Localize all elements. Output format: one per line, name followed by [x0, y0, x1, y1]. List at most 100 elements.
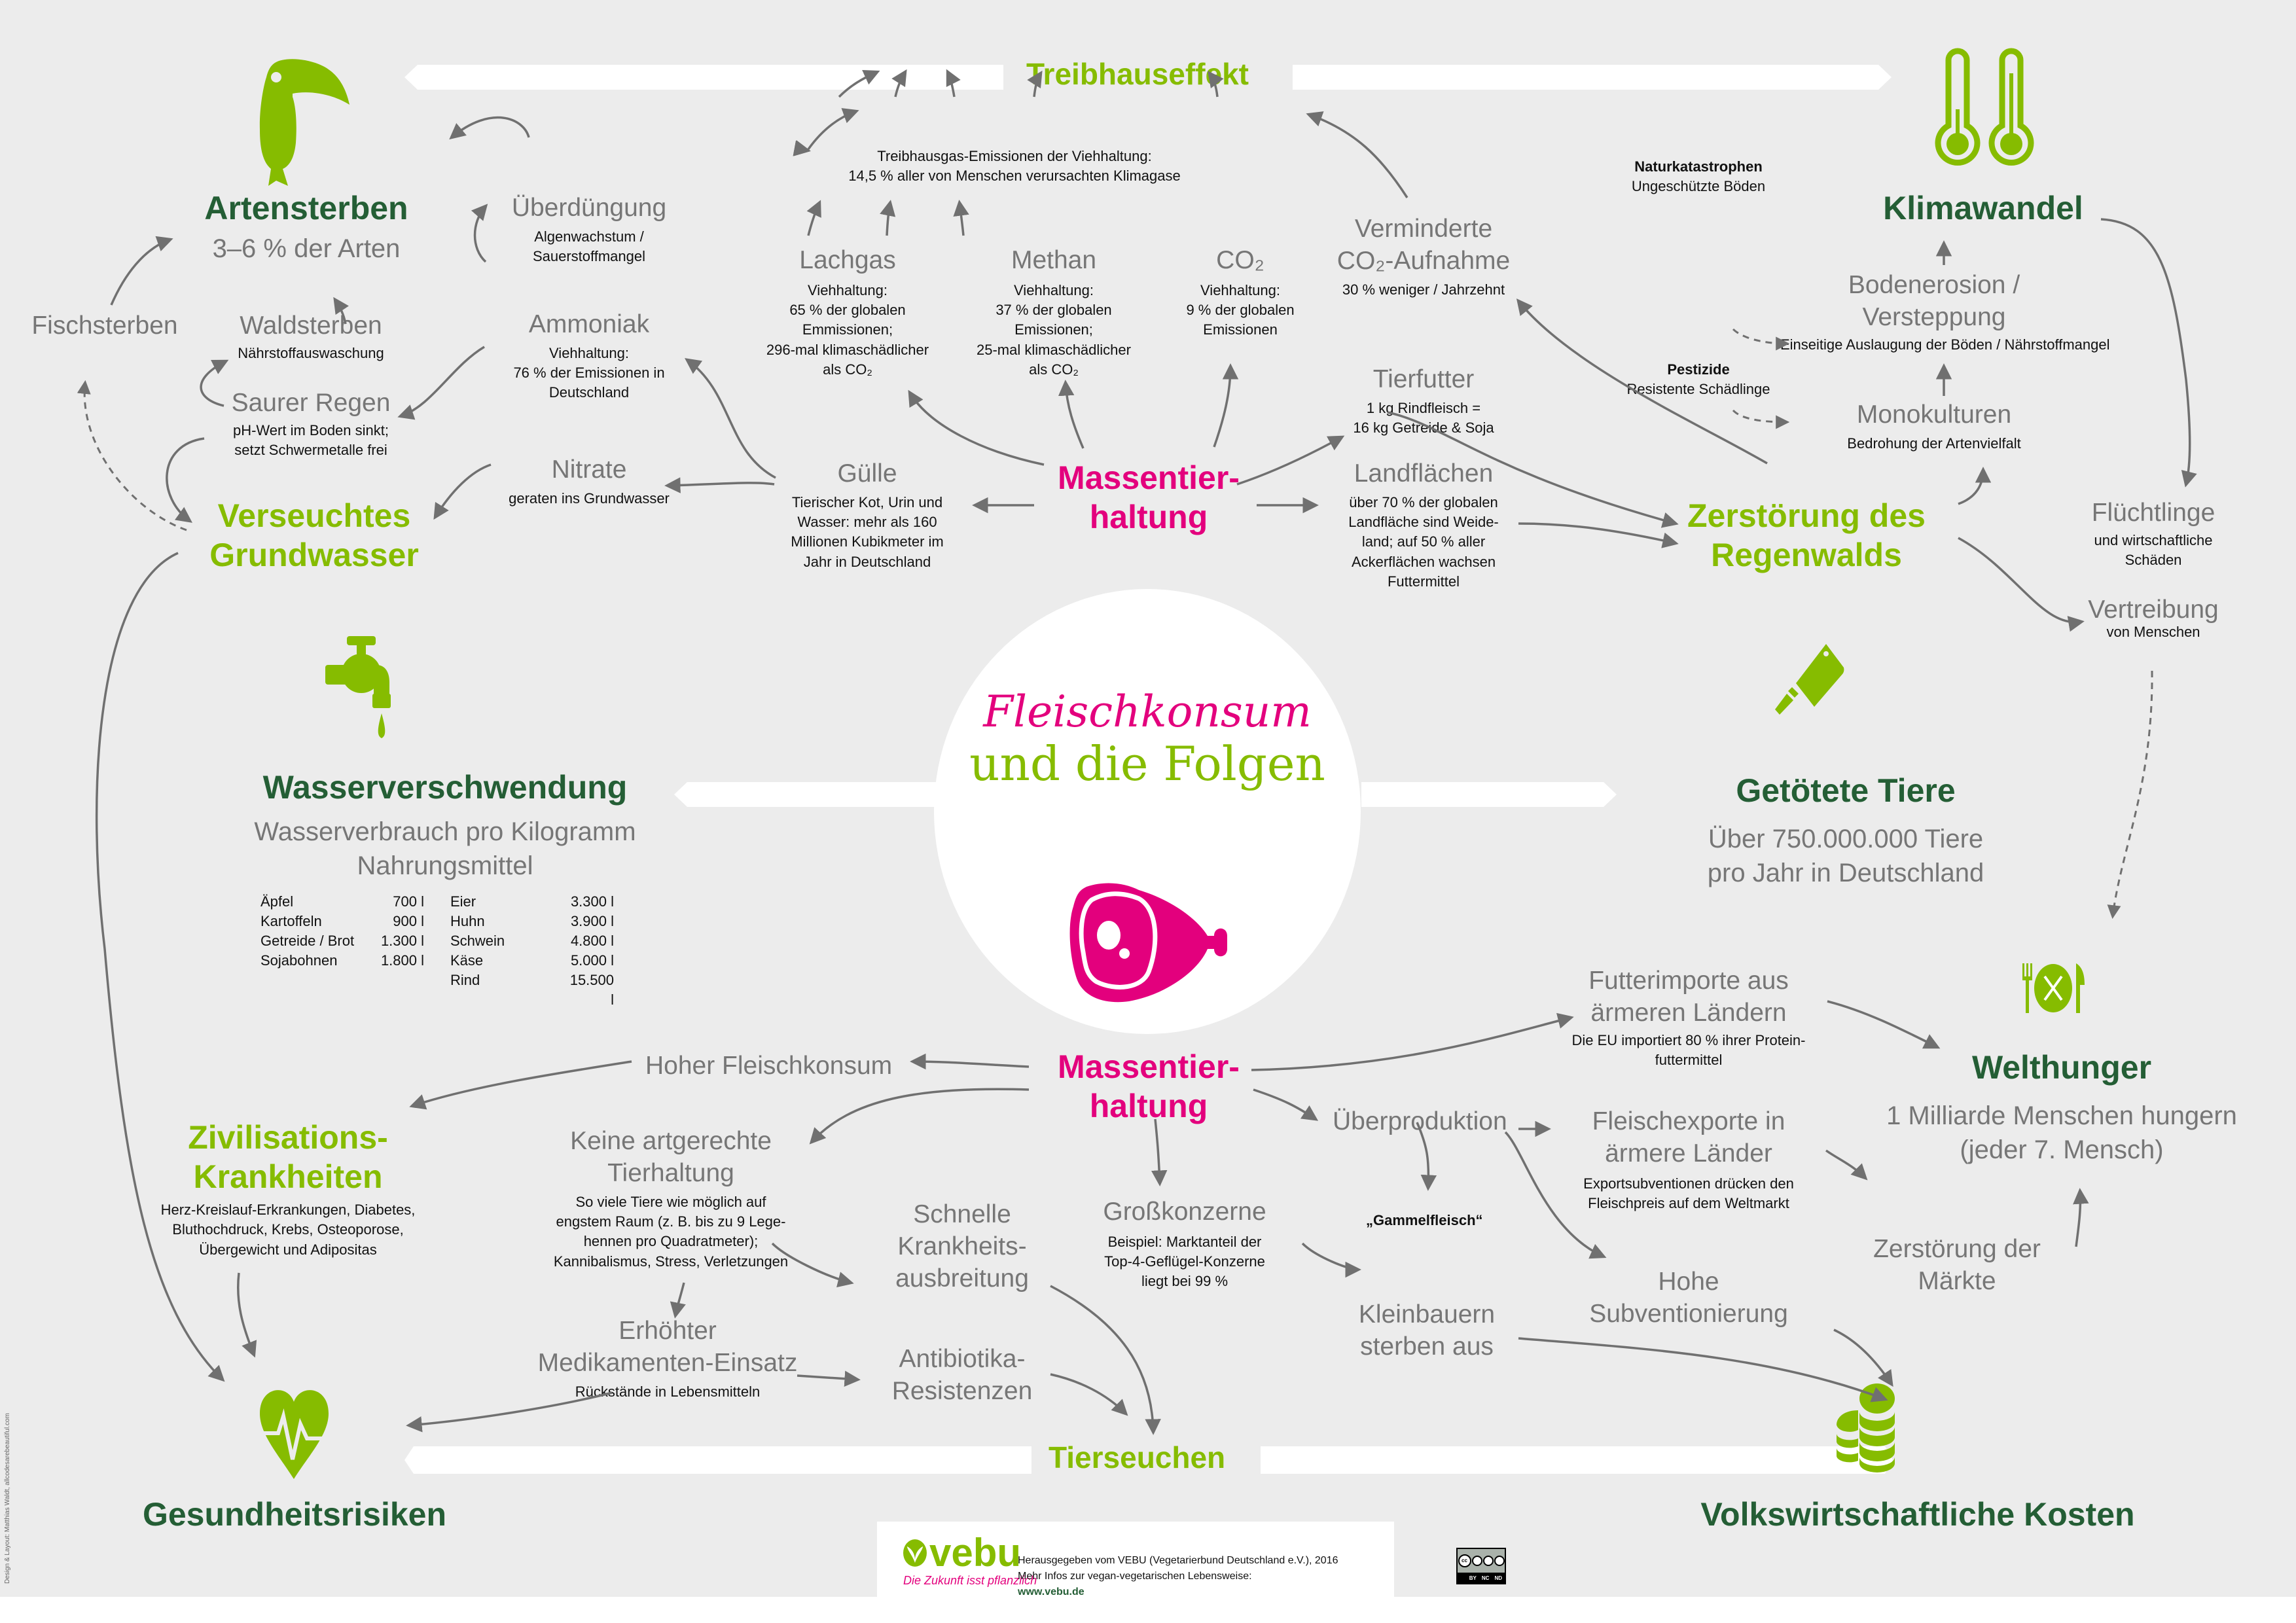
node-landflaechen: Landflächen über 70 % der globalen Landf… [1329, 458, 1518, 592]
band-middle-left [674, 782, 949, 807]
node-ueberduengung: Überdüngung Algenwachstum / Sauerstoffma… [491, 192, 687, 266]
dashed-arrow [1732, 409, 1790, 429]
tierhaltung-details: So viele Tiere wie möglich auf engstem R… [553, 1193, 789, 1270]
main-title-line1: Fleischkonsum [983, 687, 1312, 737]
monokulturen-sub: Bedrohung der Artenvielfalt [1847, 435, 2021, 452]
massentierhaltung-top: Massentier- haltung [1018, 458, 1280, 537]
massentierhaltung-bottom-line1: Massentier- [1058, 1048, 1240, 1085]
node-fleischexporte: Fleischexporte in ärmere Länder Exportsu… [1558, 1106, 1820, 1213]
publisher-info: Herausgegeben vom VEBU (Vegetarierbund D… [1018, 1553, 1338, 1600]
nitrate-title: Nitrate [551, 455, 627, 484]
arrow [1050, 1373, 1128, 1416]
arrow [236, 1272, 257, 1358]
node-antibiotika-resistenzen: Antibiotika- Resistenzen [891, 1345, 1033, 1405]
welthunger-stat-line1: 1 Milliarde Menschen hungern [1886, 1101, 2237, 1130]
vertreibung-title: Vertreibung [2088, 596, 2219, 624]
node-hohe-subventionierung: Hohe Subventionierung [1589, 1268, 1788, 1328]
nd-icon [1494, 1556, 1505, 1566]
monokulturen-title: Monokulturen [1856, 401, 2012, 429]
band-bottom-left [404, 1446, 1031, 1474]
arrow [880, 200, 896, 236]
dashed-arrow [2107, 670, 2153, 919]
arrow [809, 1088, 1030, 1145]
arrow [333, 296, 350, 325]
co2-aufnahme-title2: CO₂-Aufnahme [1336, 246, 1511, 275]
vebu-wordmark: vebu [929, 1531, 1021, 1575]
co2-details: Viehhaltung: 9 % der globalen Emissionen [1186, 281, 1295, 338]
node-vertreibung: Vertreibung von Menschen [2068, 594, 2238, 642]
info-text: Mehr Infos zur vegan-vegetarischen Leben… [1018, 1571, 1252, 1582]
category-volkswirtschaftliche-kosten: Volkswirtschaftliche Kosten [1689, 1496, 2147, 1534]
nitrate-sub: geraten ins Grundwasser [509, 490, 670, 507]
welthunger-title: Welthunger [1971, 1049, 2152, 1086]
artensterben-title: Artensterben [204, 190, 408, 226]
massentierhaltung-bottom: Massentier- haltung [1018, 1047, 1280, 1126]
grosskonzerne-details: Beispiel: Marktanteil der Top-4-Geflügel… [1104, 1233, 1265, 1290]
cc-license-badge[interactable]: cc BY NC ND [1456, 1548, 1506, 1584]
category-klimawandel: Klimawandel [1852, 190, 2114, 228]
arrow [471, 204, 488, 263]
arrow [1306, 111, 1408, 198]
thermometer-icon [1935, 48, 2034, 166]
nc-icon [1482, 1556, 1494, 1566]
ueberduengung-details: Algenwachstum / Sauerstoffmangel [532, 228, 646, 265]
ghg-note-line2: 14,5 % aller von Menschen verursachten K… [848, 168, 1181, 185]
tierfutter-details: 1 kg Rindfleisch = 16 kg Getreide & Soja [1353, 399, 1494, 437]
arrow [1253, 1088, 1319, 1121]
arrow [95, 552, 225, 1382]
ghg-note: Treibhausgas-Emissionen der Viehhaltung:… [818, 147, 1211, 187]
dashed-arrow [1732, 328, 1790, 351]
arrow [1301, 1242, 1361, 1278]
landflaechen-details: über 70 % der globalen Landfläche sind W… [1348, 493, 1499, 590]
arrow [1827, 1000, 1941, 1049]
node-gammelfleisch: „Gammelfleisch“ [1366, 1212, 1483, 1228]
bodenerosion-title1: Bodenerosion / [1848, 271, 2020, 299]
band-top-right [1293, 65, 1892, 90]
node-monokulturen: Monokulturen Bedrohung der Artenvielfalt [1820, 399, 2049, 454]
band-middle-right [1361, 782, 1617, 807]
guelle-details: Tierischer Kot, Urin und Wasser: mehr al… [791, 493, 944, 570]
node-fischsterben: Fischsterben [26, 310, 183, 342]
arrow [1151, 1118, 1168, 1186]
node-naturkatastrophen: Naturkatastrophen Ungeschützte Böden [1631, 158, 1766, 195]
ueberduengung-title: Überdüngung [511, 194, 667, 222]
arrow [166, 437, 205, 523]
arrow [1516, 298, 1768, 465]
saurer-regen-title: Saurer Regen [231, 389, 391, 417]
node-medikamenten-einsatz: Erhöhter Medikamenten-Einsatz Rückstände… [537, 1317, 798, 1400]
arrow [891, 69, 907, 98]
massentierhaltung-top-line1: Massentier- [1058, 459, 1240, 496]
co2-aufnahme-sub: 30 % weniger / Jahrzehnt [1342, 281, 1505, 298]
fleischexporte-details: Exportsubventionen drücken den Fleischpr… [1583, 1175, 1794, 1211]
arrow [685, 358, 776, 479]
node-waldsterben: Waldsterben Nährstoffauswaschung [216, 310, 406, 363]
vertreibung-sub: von Menschen [2106, 623, 2200, 640]
arrow [1050, 1285, 1161, 1435]
vebu-link[interactable]: www.vebu.de [1018, 1586, 1085, 1597]
arrow [1958, 537, 2085, 632]
arrow [1208, 71, 1224, 98]
node-co2-aufnahme: Verminderte CO₂-Aufnahme 30 % weniger / … [1309, 213, 1538, 300]
footer-panel: vebu Die Zukunft isst pflanzlich Herausg… [877, 1522, 1394, 1599]
zivilisation-details: Herz-Kreislauf-Erkrankungen, Diabetes, B… [160, 1202, 416, 1258]
arrow [1958, 467, 1992, 505]
node-keine-artgerechte-tierhaltung: Keine artgerechte Tierhaltung So viele T… [547, 1126, 795, 1272]
getoetete-stat-line1: Über 750.000.000 Tiere [1708, 824, 1984, 853]
kosten-title: Volkswirtschaftliche Kosten [1700, 1496, 2135, 1533]
arrow [664, 477, 775, 493]
wasser-stat-line1: Wasserverbrauch pro Kilogramm [254, 817, 636, 846]
node-fluechtlinge: Flüchtlinge und wirtschaftliche Schäden [2068, 497, 2238, 570]
bodenerosion-title2: Versteppung [1862, 302, 2006, 331]
license-nd: ND [1494, 1575, 1502, 1581]
vebu-tagline: Die Zukunft isst pflanzlich [903, 1574, 1037, 1587]
